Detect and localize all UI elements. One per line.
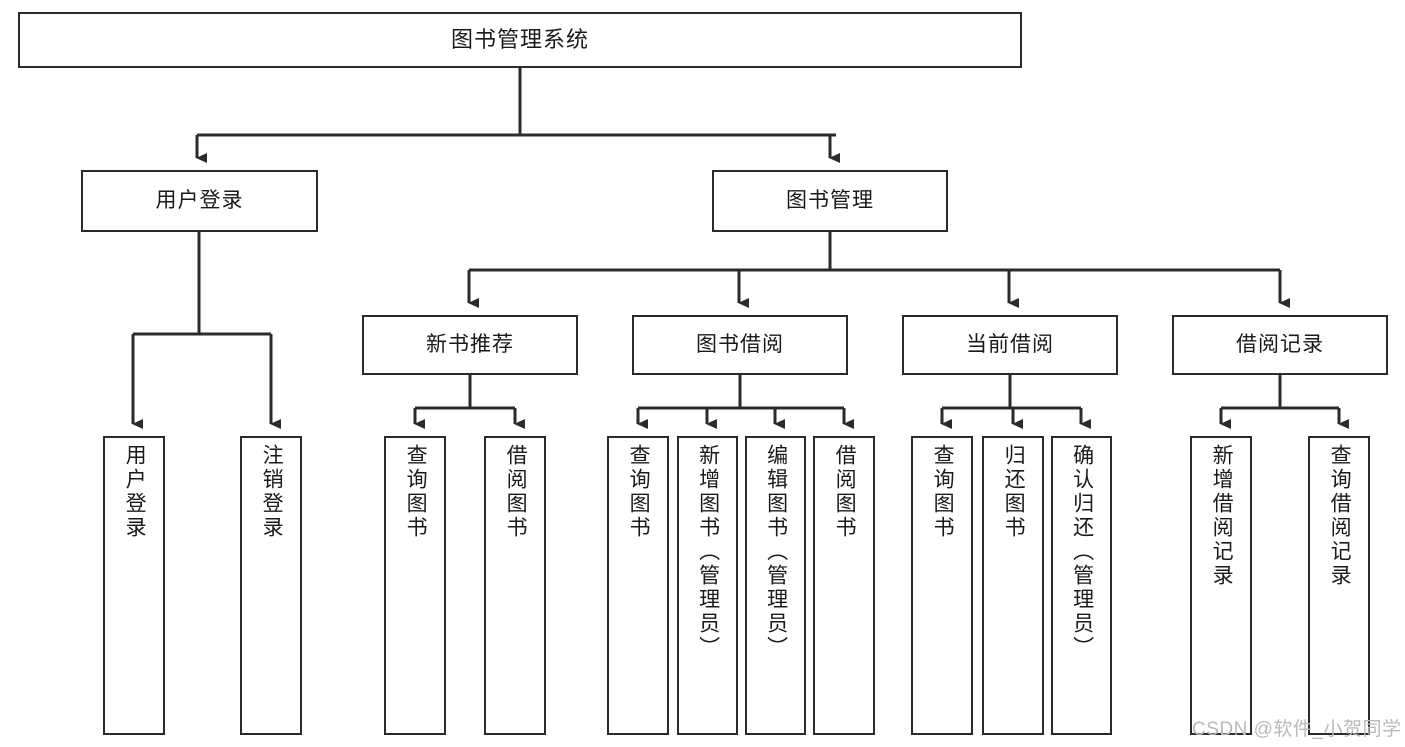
node-level2-2[interactable]: 图书管理	[712, 170, 948, 232]
node-leaf-label: 查询图书	[627, 444, 651, 540]
node-leaf-label: 查询图书	[404, 444, 428, 540]
node-level3-2[interactable]: 图书借阅	[632, 315, 848, 375]
node-level3-3[interactable]: 当前借阅	[902, 315, 1118, 375]
node-leaf-label: 注销登录	[260, 444, 284, 540]
node-level3-1[interactable]: 新书推荐	[362, 315, 578, 375]
node-level3-label: 图书借阅	[696, 333, 784, 357]
node-root-label: 图书管理系统	[450, 26, 589, 52]
node-leaf-label: 借阅图书	[504, 444, 528, 540]
node-leaf-label: 归还图书	[1002, 444, 1026, 540]
node-root[interactable]: 图书管理系统	[18, 12, 1022, 68]
node-level2-label: 用户登录	[155, 189, 244, 213]
node-level3-label: 新书推荐	[426, 333, 514, 357]
node-leaf-9[interactable]: 查询图书	[911, 436, 973, 735]
node-leaf-4[interactable]: 借阅图书	[484, 436, 546, 735]
node-leaf-label: 查询借阅记录	[1328, 444, 1352, 588]
node-leaf-6[interactable]: 新增图书（管理员）	[677, 436, 738, 735]
node-leaf-10[interactable]: 归还图书	[982, 436, 1044, 735]
node-leaf-label: 新增图书（管理员）	[696, 444, 720, 660]
node-leaf-5[interactable]: 查询图书	[607, 436, 669, 735]
node-leaf-3[interactable]: 查询图书	[384, 436, 446, 735]
csdn-watermark: CSDN @软件_小贺同学	[1192, 719, 1402, 740]
node-level2-1[interactable]: 用户登录	[81, 170, 318, 232]
node-level3-4[interactable]: 借阅记录	[1172, 315, 1388, 375]
node-level2-label: 图书管理	[786, 189, 874, 213]
node-leaf-label: 编辑图书（管理员）	[764, 444, 788, 660]
node-leaf-label: 借阅图书	[833, 444, 857, 540]
node-leaf-2[interactable]: 注销登录	[240, 436, 302, 735]
node-leaf-label: 查询图书	[931, 444, 955, 540]
node-level3-label: 借阅记录	[1236, 333, 1324, 357]
node-leaf-label: 用户登录	[123, 444, 147, 540]
node-leaf-12[interactable]: 新增借阅记录	[1190, 436, 1252, 735]
node-leaf-13[interactable]: 查询借阅记录	[1308, 436, 1370, 735]
node-leaf-8[interactable]: 借阅图书	[813, 436, 875, 735]
node-leaf-1[interactable]: 用户登录	[103, 436, 165, 735]
node-leaf-11[interactable]: 确认归还（管理员）	[1051, 436, 1112, 735]
node-level3-label: 当前借阅	[966, 333, 1054, 357]
node-leaf-label: 新增借阅记录	[1210, 444, 1234, 588]
node-leaf-7[interactable]: 编辑图书（管理员）	[745, 436, 806, 735]
node-leaf-label: 确认归还（管理员）	[1070, 444, 1094, 660]
